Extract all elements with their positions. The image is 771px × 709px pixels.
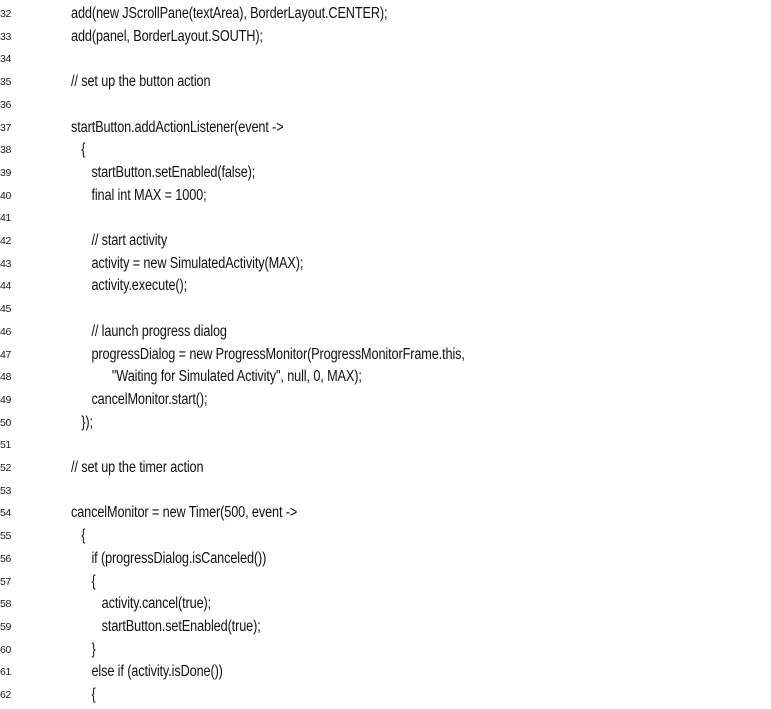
code-text: }); bbox=[71, 413, 93, 431]
code-line: 37 startButton.addActionListener(event -> bbox=[0, 119, 771, 142]
line-number: 55 bbox=[0, 530, 12, 543]
line-number: 39 bbox=[0, 166, 12, 179]
line-number: 47 bbox=[0, 348, 12, 361]
code-line: 32 add(new JScrollPane(textArea), BorderL… bbox=[0, 5, 771, 28]
code-text: "Waiting for Simulated Activity", null, … bbox=[71, 368, 362, 386]
code-line: 36 bbox=[0, 96, 771, 119]
line-number: 62 bbox=[0, 689, 12, 701]
line-number: 43 bbox=[0, 257, 12, 270]
line-number: 61 bbox=[0, 666, 12, 679]
code-line: 46 // launch progress dialog bbox=[0, 323, 771, 346]
code-text: startButton.setEnabled(false); bbox=[71, 163, 256, 181]
code-text: startButton.setEnabled(true); bbox=[71, 617, 261, 635]
code-line: 50 }); bbox=[0, 414, 771, 437]
code-text: { bbox=[71, 572, 96, 590]
code-line: 59 startButton.setEnabled(true); bbox=[0, 618, 771, 641]
code-text: cancelMonitor.start(); bbox=[71, 390, 208, 408]
code-line: 53 bbox=[0, 482, 771, 505]
code-text: activity.execute(); bbox=[71, 277, 188, 295]
code-text: else if (activity.isDone()) bbox=[71, 663, 223, 681]
code-line: 43 activity = new SimulatedActivity(MAX)… bbox=[0, 255, 771, 278]
line-number: 57 bbox=[0, 575, 12, 588]
line-number: 32 bbox=[0, 8, 12, 20]
line-number: 37 bbox=[0, 121, 12, 134]
line-number: 45 bbox=[0, 303, 12, 316]
line-number: 44 bbox=[0, 280, 12, 293]
code-line: 41 bbox=[0, 209, 771, 232]
line-number: 35 bbox=[0, 76, 12, 89]
code-line: 33 add(panel, BorderLayout.SOUTH); bbox=[0, 28, 771, 51]
code-line: 62 { bbox=[0, 686, 771, 709]
code-line: 39 startButton.setEnabled(false); bbox=[0, 164, 771, 187]
line-number: 56 bbox=[0, 552, 12, 565]
code-line: 48 "Waiting for Simulated Activity", nul… bbox=[0, 368, 771, 391]
code-line: 42 // start activity bbox=[0, 232, 771, 255]
code-line: 35 // set up the button action bbox=[0, 73, 771, 96]
code-text: // launch progress dialog bbox=[71, 322, 227, 340]
line-number: 59 bbox=[0, 620, 12, 633]
line-number: 38 bbox=[0, 144, 12, 157]
code-line: 51 bbox=[0, 436, 771, 459]
code-line: 34 bbox=[0, 50, 771, 73]
line-number: 53 bbox=[0, 484, 12, 497]
line-number: 52 bbox=[0, 462, 12, 474]
code-text: add(new JScrollPane(textArea), BorderLay… bbox=[71, 5, 388, 22]
line-number: 41 bbox=[0, 212, 12, 225]
line-number: 49 bbox=[0, 393, 12, 406]
code-text: add(panel, BorderLayout.SOUTH); bbox=[71, 27, 263, 45]
code-line: 38 { bbox=[0, 141, 771, 164]
code-line: 56 if (progressDialog.isCanceled()) bbox=[0, 550, 771, 573]
code-text: // start activity bbox=[71, 232, 168, 249]
code-line: 52 // set up the timer action bbox=[0, 459, 771, 482]
code-text: } bbox=[71, 640, 96, 658]
line-number: 48 bbox=[0, 371, 12, 384]
code-line: 45 bbox=[0, 300, 771, 323]
line-number: 58 bbox=[0, 598, 12, 611]
line-number: 40 bbox=[0, 189, 12, 202]
code-line: 49 cancelMonitor.start(); bbox=[0, 391, 771, 414]
code-text: cancelMonitor = new Timer(500, event -> bbox=[71, 504, 298, 522]
line-number: 34 bbox=[0, 53, 12, 66]
code-line: 54 cancelMonitor = new Timer(500, event -… bbox=[0, 504, 771, 527]
code-text: if (progressDialog.isCanceled()) bbox=[71, 549, 267, 567]
line-number: 42 bbox=[0, 235, 12, 247]
code-text: { bbox=[71, 141, 86, 159]
line-number: 50 bbox=[0, 416, 12, 429]
code-line: 57 { bbox=[0, 573, 771, 596]
code-line: 47 progressDialog = new ProgressMonitor(… bbox=[0, 346, 771, 369]
code-text: { bbox=[71, 527, 86, 545]
code-text: // set up the timer action bbox=[71, 459, 204, 476]
code-text: final int MAX = 1000; bbox=[71, 186, 207, 204]
line-number: 36 bbox=[0, 98, 12, 111]
code-text: activity.cancel(true); bbox=[71, 595, 212, 613]
code-text: activity = new SimulatedActivity(MAX); bbox=[71, 254, 304, 272]
code-line: 40 final int MAX = 1000; bbox=[0, 187, 771, 210]
code-text: progressDialog = new ProgressMonitor(Pro… bbox=[71, 345, 465, 363]
line-number: 54 bbox=[0, 507, 12, 520]
line-number: 60 bbox=[0, 643, 12, 656]
code-line: 55 { bbox=[0, 527, 771, 550]
code-text: startButton.addActionListener(event -> bbox=[71, 118, 284, 136]
code-line: 44 activity.execute(); bbox=[0, 277, 771, 300]
code-line: 60 } bbox=[0, 641, 771, 664]
code-text: { bbox=[71, 686, 96, 703]
line-number: 46 bbox=[0, 325, 12, 338]
line-number: 33 bbox=[0, 30, 12, 43]
code-text: // set up the button action bbox=[71, 73, 211, 91]
line-number: 51 bbox=[0, 439, 12, 452]
code-line: 61 else if (activity.isDone()) bbox=[0, 663, 771, 686]
code-line: 58 activity.cancel(true); bbox=[0, 595, 771, 618]
